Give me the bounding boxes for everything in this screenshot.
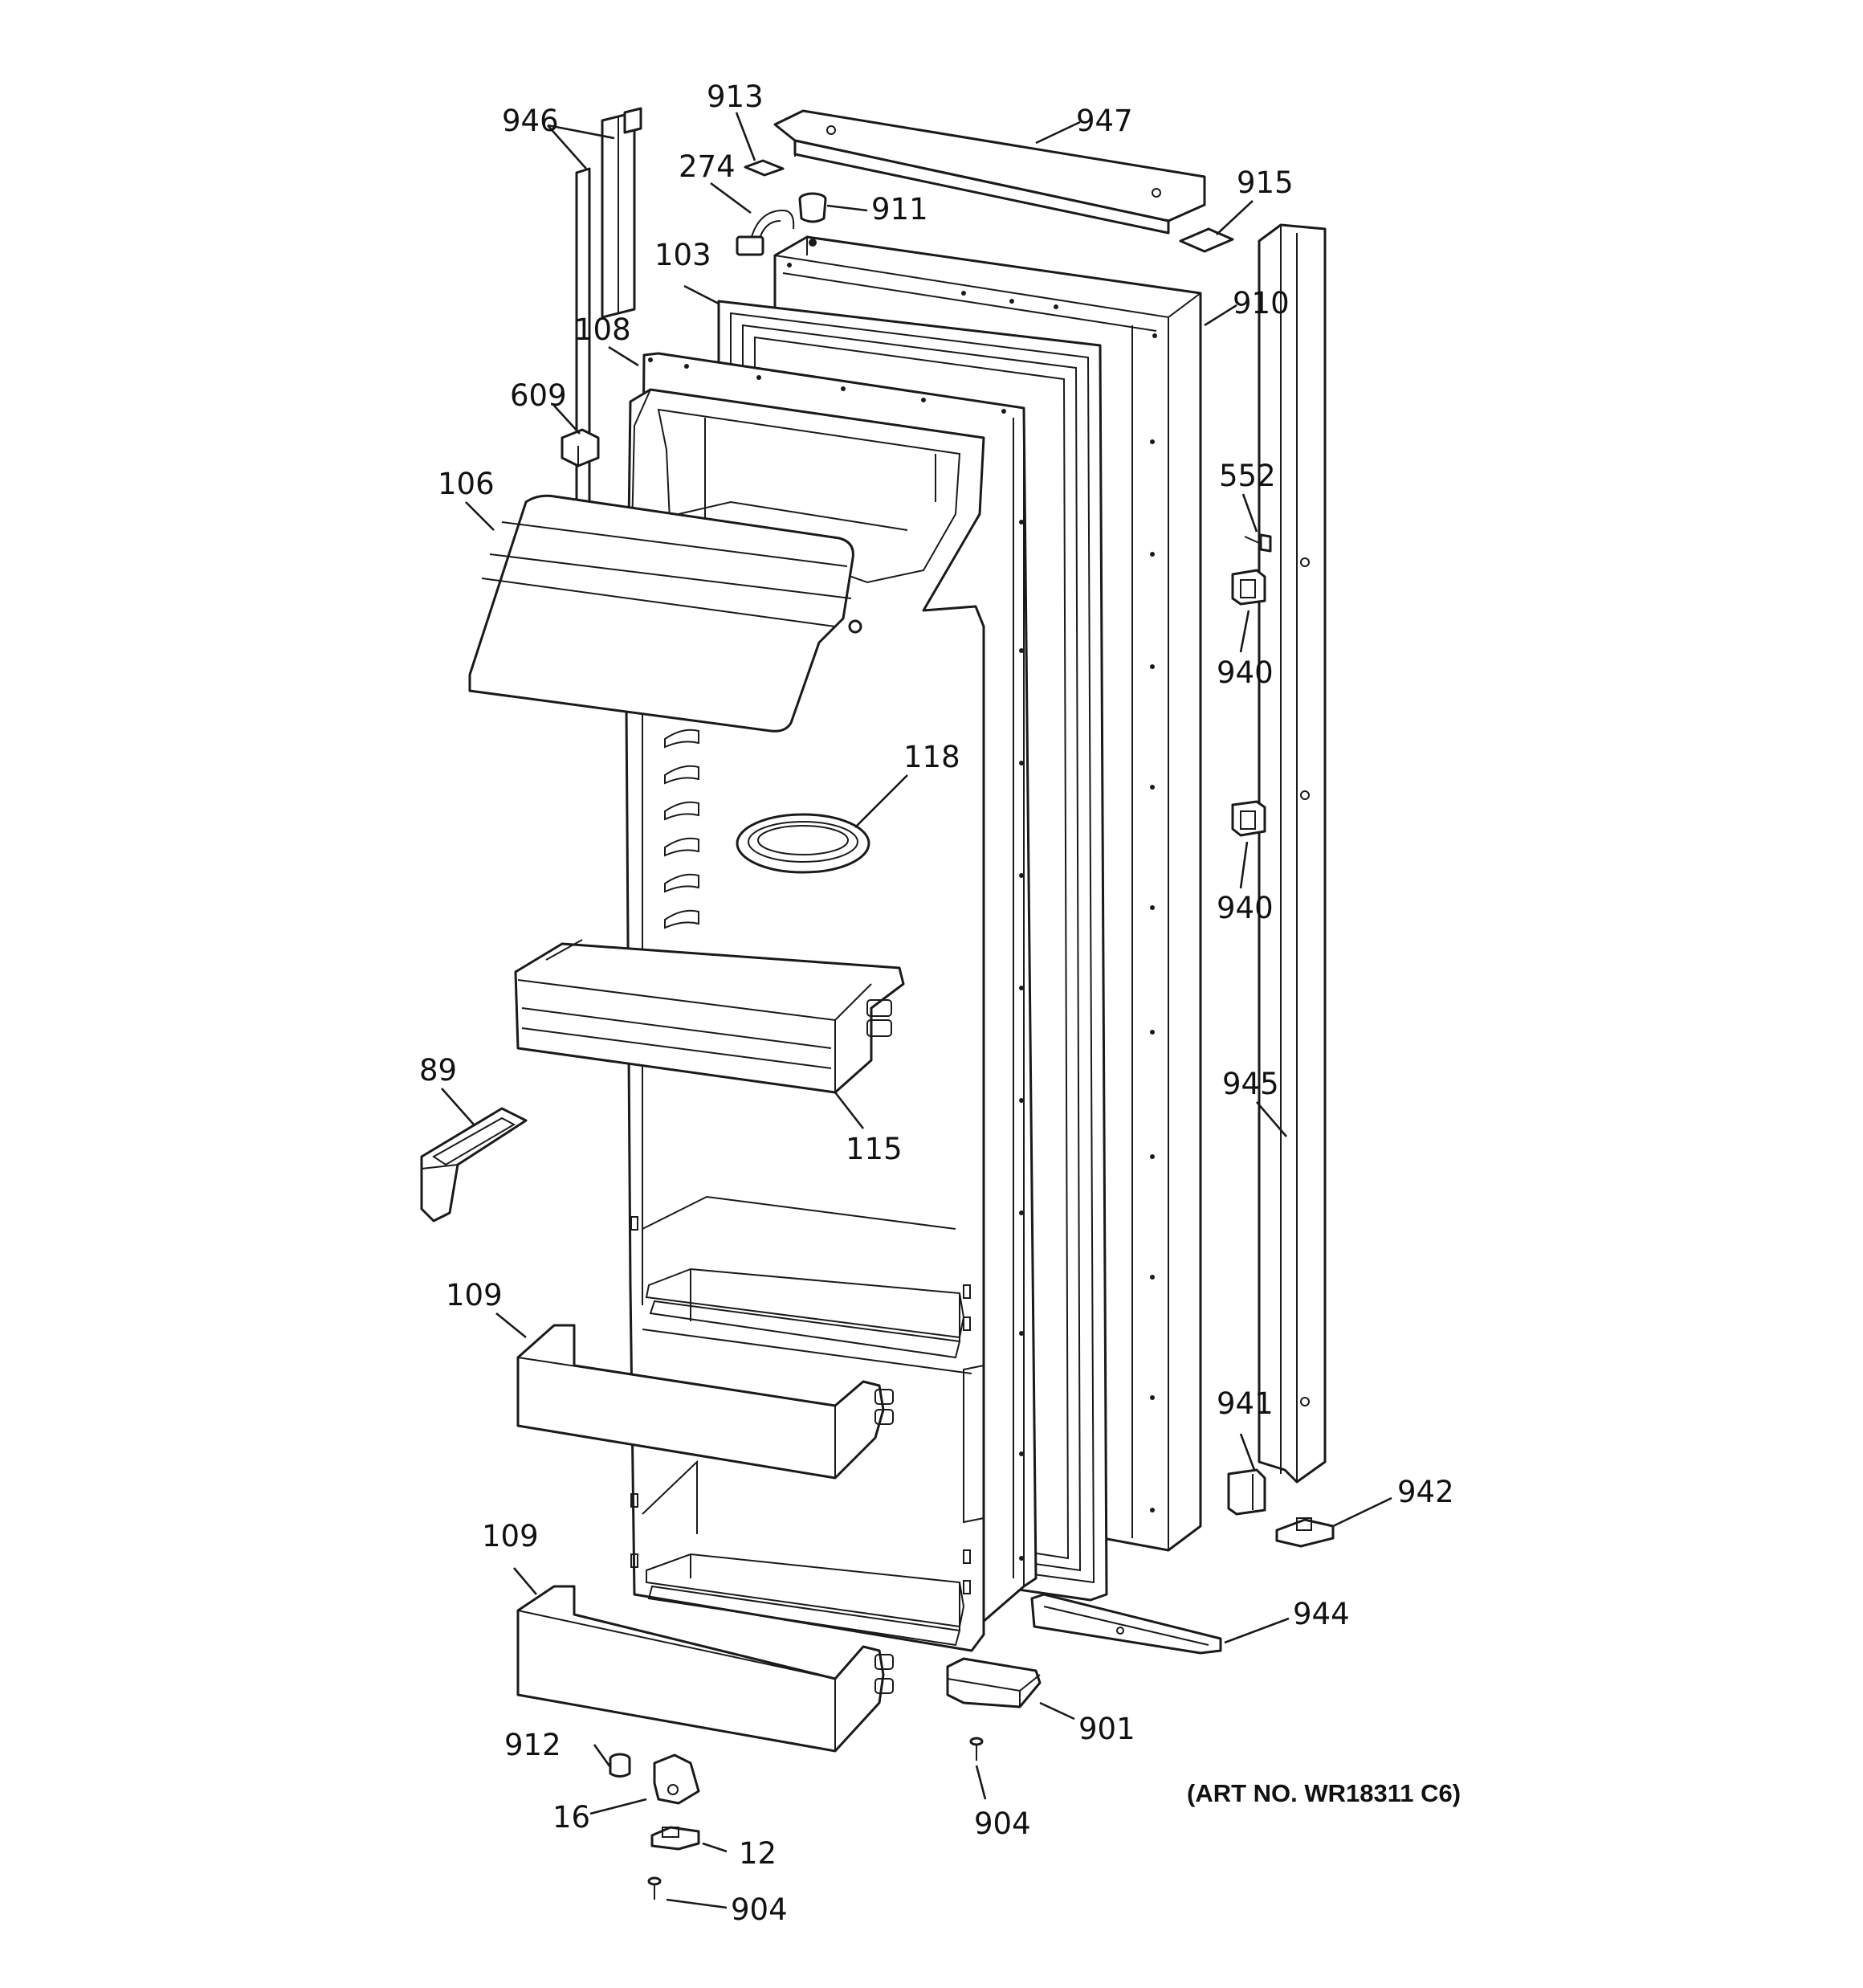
callout-552: 552 [1219, 459, 1276, 493]
callout-911: 911 [871, 192, 928, 227]
part-945-hinge-side-strip [1258, 223, 1327, 1484]
leader-lines [441, 112, 1392, 1909]
callout-103: 103 [654, 238, 711, 272]
part-552-screw [1244, 533, 1272, 553]
part-609-switch [561, 428, 600, 467]
callout-945: 945 [1222, 1067, 1279, 1101]
part-913-pad [744, 159, 785, 177]
callout-940-lower: 940 [1217, 891, 1274, 925]
callout-106: 106 [438, 467, 495, 501]
part-115-door-bin [514, 939, 905, 1094]
callout-12: 12 [739, 1836, 777, 1871]
callout-901: 901 [1078, 1712, 1135, 1746]
callout-16: 16 [552, 1800, 590, 1835]
callout-109-upper: 109 [446, 1278, 503, 1312]
part-944-bottom-strip [1030, 1593, 1222, 1655]
callout-915: 915 [1237, 165, 1294, 200]
part-941-bracket [1227, 1468, 1266, 1516]
part-912-cap [609, 1753, 631, 1778]
art-number: (ART NO. WR18311 C6) [1187, 1779, 1461, 1807]
callout-904-right: 904 [974, 1806, 1031, 1841]
callout-940-upper: 940 [1217, 655, 1274, 690]
part-89-container [420, 1107, 528, 1223]
part-16-hinge-block [653, 1753, 700, 1805]
part-274-wire-harness [736, 209, 795, 256]
callout-89: 89 [419, 1053, 457, 1088]
callout-944: 944 [1293, 1597, 1350, 1631]
callout-118: 118 [903, 740, 960, 774]
callout-942: 942 [1397, 1475, 1454, 1509]
callout-109-lower: 109 [482, 1519, 539, 1553]
part-915-label [1179, 227, 1234, 253]
part-940-bracket-lower [1231, 800, 1266, 837]
part-940-bracket-upper [1231, 569, 1266, 606]
callout-609: 609 [510, 378, 567, 413]
callout-labels: 946 913 947 274 911 915 103 910 108 609 … [419, 80, 1454, 1927]
part-118-egg-tray [736, 813, 870, 874]
callout-913: 913 [707, 80, 764, 114]
callout-947: 947 [1076, 104, 1133, 138]
part-947-top-cap [773, 109, 1206, 235]
part-904-screw-bottom [647, 1876, 662, 1900]
part-904-screw-right [969, 1737, 984, 1761]
callout-946: 946 [502, 104, 559, 138]
part-942-hinge [1275, 1517, 1335, 1548]
callout-910: 910 [1233, 286, 1290, 320]
callout-274: 274 [679, 149, 736, 184]
part-109-door-shelf-lower [516, 1585, 894, 1753]
callout-941: 941 [1217, 1386, 1274, 1421]
part-106-dairy-cover [468, 494, 862, 733]
part-911-plug [798, 192, 827, 223]
part-901-block [946, 1657, 1042, 1708]
callout-912: 912 [504, 1728, 561, 1762]
callout-108: 108 [574, 312, 631, 347]
callout-115: 115 [846, 1132, 903, 1166]
callout-904-bottom: 904 [731, 1892, 788, 1927]
part-12-hinge-plate [650, 1826, 700, 1851]
part-109-door-shelf-upper [516, 1324, 894, 1480]
